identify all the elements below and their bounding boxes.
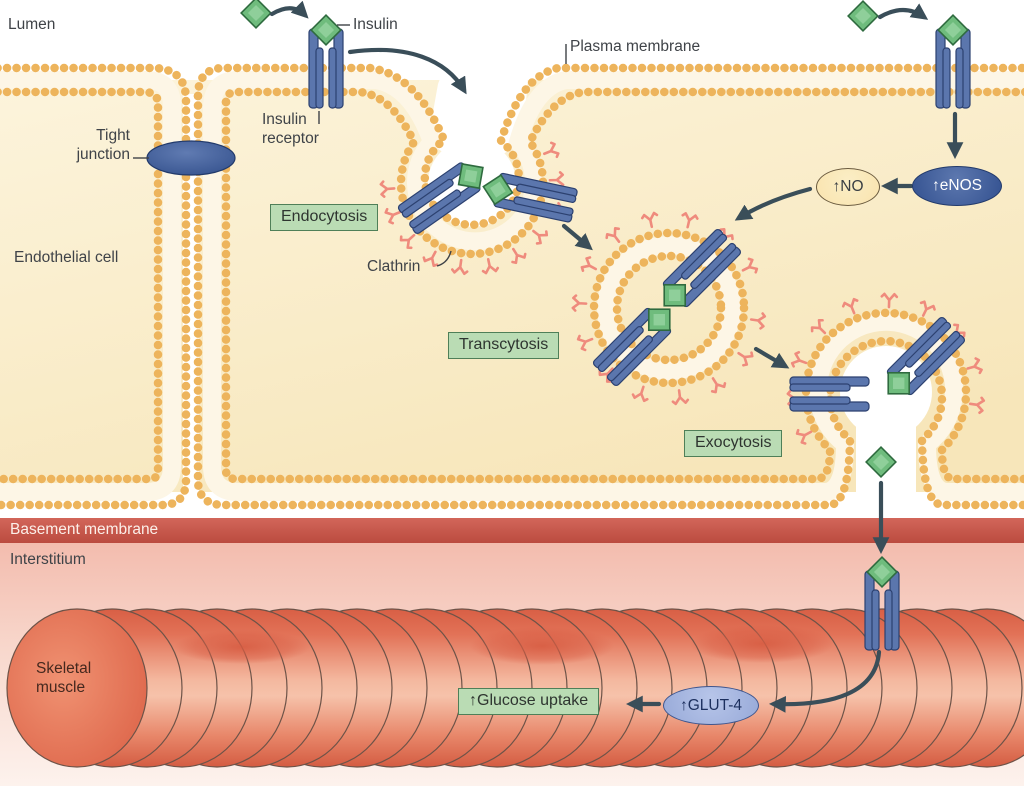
lumen-label: Lumen <box>8 16 56 33</box>
exocytosis-box: Exocytosis <box>684 430 783 457</box>
insulin-molecule <box>847 0 879 32</box>
plasma-membrane-label: Plasma membrane <box>570 38 701 55</box>
glut4-oval: ↑GLUT-4 <box>663 686 759 725</box>
clathrin-label: Clathrin <box>367 258 421 275</box>
flow-arrows <box>269 0 964 713</box>
label-leader-lines <box>133 24 567 267</box>
arrow-pit-to-vesicle <box>561 223 593 251</box>
transcytosis-box: Transcytosis <box>448 332 560 359</box>
basement-membrane-label: Basement membrane <box>10 521 159 538</box>
clathrin-leader-line <box>436 250 452 267</box>
arrow-no-to-vesicle <box>734 186 813 221</box>
muscle-surface-shading <box>174 625 834 665</box>
skeletal-muscle-label: Skeletal muscle <box>36 660 92 696</box>
arrow-vesicle-to-exocytosis <box>753 346 790 369</box>
endocytosis-box: Endocytosis <box>270 204 379 231</box>
transcytosis-vesicle <box>597 236 741 380</box>
insulin-receptor-label: Insulin receptor <box>262 111 319 147</box>
tight-junction-oval <box>146 140 236 176</box>
basement-membrane-band <box>0 518 1024 543</box>
endothelial-cell-region <box>0 52 1024 518</box>
arrow-insulin-binding-right <box>877 3 929 20</box>
interstitium-label: Interstitium <box>10 551 86 568</box>
insulin-label: Insulin <box>353 16 398 33</box>
insulin-molecule <box>240 0 272 29</box>
arrow-insulin-binding-left <box>269 0 309 19</box>
endothelial-cell-label: Endothelial cell <box>14 249 119 266</box>
tight-junction-label: Tight junction <box>76 127 130 163</box>
arrow-receptor-to-glut4 <box>768 649 882 713</box>
no-oval: ↑NO <box>816 168 880 206</box>
glucose-uptake-box: ↑Glucose uptake <box>458 688 600 715</box>
arrow-to-endocytosis <box>347 47 467 95</box>
plasma-membrane <box>0 63 1024 510</box>
enos-oval: ↑eNOS <box>912 166 1002 206</box>
